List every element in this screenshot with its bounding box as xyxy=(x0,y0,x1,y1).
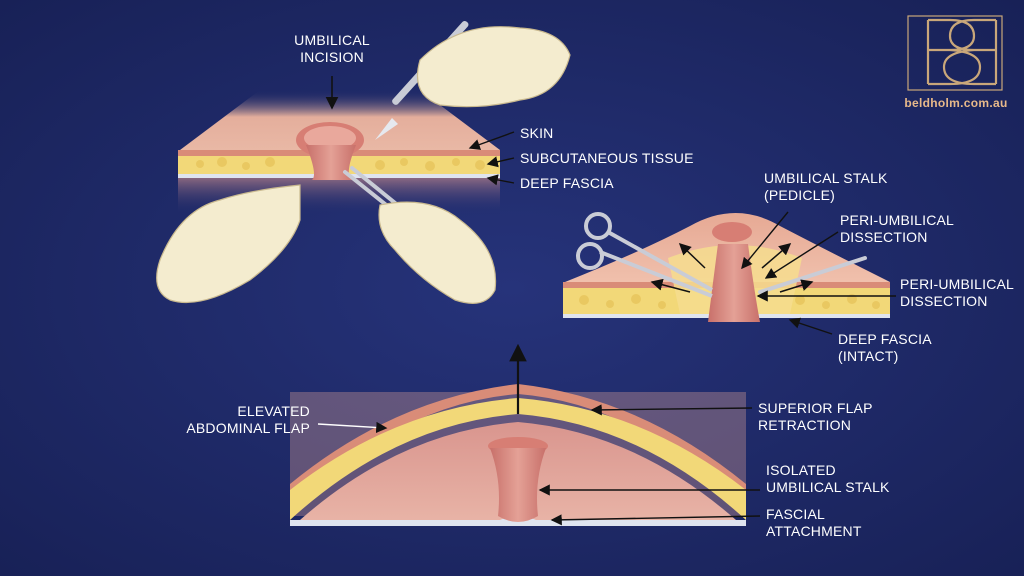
label-umbilical-stalk: UMBILICAL STALK(PEDICLE) xyxy=(764,170,888,203)
scissors-icon xyxy=(576,212,713,298)
gloved-hand-icon xyxy=(378,201,497,304)
gloved-hand-icon xyxy=(156,184,301,304)
panel-incision xyxy=(156,20,571,304)
forceps-icon xyxy=(758,256,867,294)
panel-elevated-flap xyxy=(290,343,761,526)
panel-dissection xyxy=(563,211,896,335)
brand-logo xyxy=(907,15,1003,91)
label-subcutaneous-tissue: SUBCUTANEOUS TISSUE xyxy=(520,150,694,166)
label-skin: SKIN xyxy=(520,125,554,141)
label-deep-fascia-intact: DEEP FASCIA(INTACT) xyxy=(838,331,932,364)
brand-url[interactable]: beldholm.com.au xyxy=(904,96,1008,110)
gloved-hand-icon xyxy=(416,26,571,108)
label-deep-fascia: DEEP FASCIA xyxy=(520,175,614,191)
